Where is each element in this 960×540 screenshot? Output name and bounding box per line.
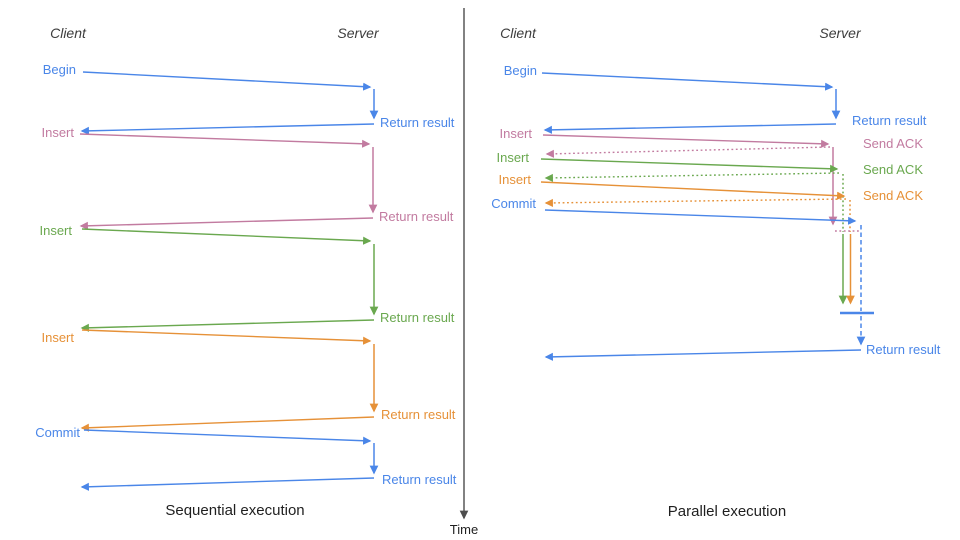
- sequential-insert1-arrows: [79, 133, 378, 230]
- parallel-insert1-label: Insert: [499, 126, 532, 141]
- parallel-insert3-label: Insert: [498, 172, 531, 187]
- sequential-insert3-response-label: Return result: [381, 407, 456, 422]
- parallel-insert2-label: Insert: [496, 150, 529, 165]
- sequential-insert1-label: Insert: [41, 125, 74, 140]
- sequential-commit-label: Commit: [35, 425, 80, 440]
- parallel-begin-response-label: Return result: [852, 113, 927, 128]
- parallel-insert3-response-label: Send ACK: [863, 188, 923, 203]
- sequential-insert2-response-label: Return result: [380, 310, 455, 325]
- sequential-begin-label: Begin: [42, 62, 76, 77]
- parallel-commit-response-label: Return result: [866, 342, 941, 357]
- parallel-server-header: Server: [819, 25, 861, 41]
- parallel-insert1-arrows: [542, 134, 838, 226]
- sequential-insert1-response-label: Return result: [379, 209, 454, 224]
- sequential-begin-response-label: Return result: [380, 115, 455, 130]
- sequential-server-header: Server: [337, 25, 379, 41]
- parallel-begin-arrows: [541, 72, 841, 134]
- sequential-commit-response-label: Return result: [382, 472, 457, 487]
- parallel-insert1-response-label: Send ACK: [863, 136, 923, 151]
- sequential-insert3-arrows: [80, 329, 379, 432]
- sequential-insert3-label: Insert: [41, 330, 74, 345]
- parallel-title: Parallel execution: [667, 503, 787, 520]
- sequential-insert2-label: Insert: [39, 223, 72, 238]
- sequential-insert2-arrows: [80, 228, 379, 332]
- parallel-commit-label: Commit: [491, 196, 536, 211]
- parallel-insert3-arrows: [540, 181, 855, 305]
- sequential-begin-arrows: [80, 71, 379, 135]
- time-axis-label: Time: [449, 522, 479, 537]
- parallel-commit-arrows: [544, 209, 874, 361]
- parallel-insert2-arrows: [540, 158, 848, 305]
- sequential-client-header: Client: [50, 25, 86, 41]
- parallel-begin-label: Begin: [503, 63, 537, 78]
- sequential-commit-arrows: [80, 429, 379, 491]
- sequential-title: Sequential execution: [165, 502, 305, 519]
- parallel-client-header: Client: [500, 25, 536, 41]
- parallel-insert2-response-label: Send ACK: [863, 162, 923, 177]
